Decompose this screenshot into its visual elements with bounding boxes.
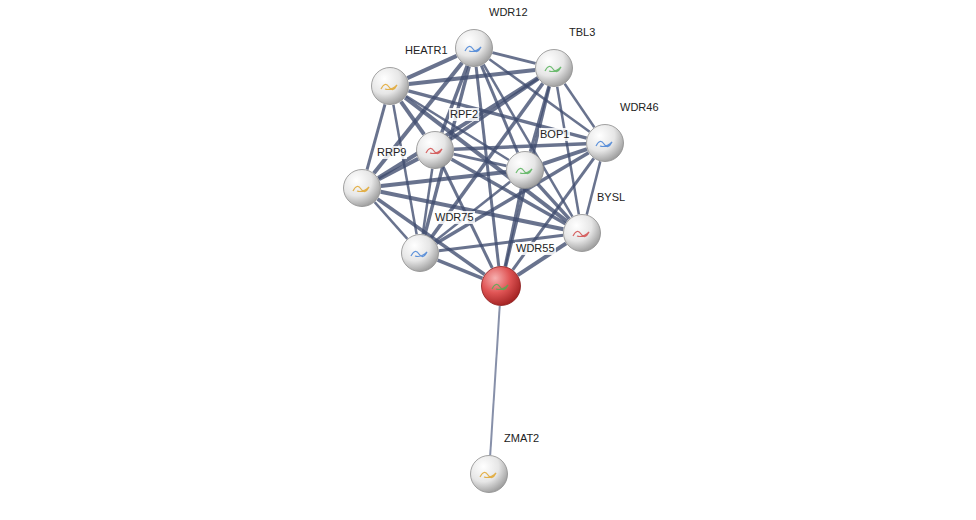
node-sphere (535, 49, 573, 87)
node-sphere (416, 131, 454, 169)
interaction-edge (538, 184, 570, 219)
interaction-edge (407, 56, 456, 78)
protein-node: RPF2 (416, 131, 454, 169)
interaction-edge (381, 172, 506, 186)
node-label: WDR46 (619, 101, 660, 114)
interaction-edge (435, 182, 510, 241)
node-label: BOP1 (539, 128, 570, 141)
node-label: WDR55 (515, 242, 556, 255)
interaction-edge (379, 159, 418, 179)
interaction-edge (587, 161, 601, 214)
node-label: HEATR1 (404, 44, 449, 57)
node-sphere (371, 67, 409, 105)
interaction-edge (381, 192, 564, 229)
interaction-edge (490, 306, 500, 455)
protein-node: WDR55 (481, 266, 521, 306)
interaction-edge (438, 260, 483, 278)
node-sphere (455, 29, 493, 67)
node-sphere (506, 151, 544, 189)
node-label: RPF2 (449, 108, 479, 121)
protein-node: HEATR1 (371, 67, 409, 105)
node-label: BYSL (596, 191, 626, 204)
interaction-edge (565, 84, 595, 128)
protein-node: BOP1 (506, 151, 544, 189)
node-label: WDR12 (488, 6, 529, 19)
interaction-edge (378, 199, 485, 275)
node-sphere (470, 455, 508, 493)
protein-node: RRP9 (343, 169, 381, 207)
node-sphere (563, 214, 601, 252)
protein-node: BYSL (563, 214, 601, 252)
interaction-edge (454, 144, 586, 149)
node-sphere (343, 169, 381, 207)
node-sphere (401, 234, 439, 272)
interaction-edge (409, 70, 535, 84)
node-sphere (481, 266, 521, 306)
node-label: RRP9 (376, 146, 407, 159)
protein-node: TBL3 (535, 49, 573, 87)
interaction-edge (367, 104, 385, 169)
node-label: WDR75 (434, 211, 475, 224)
protein-node: WDR46 (586, 124, 624, 162)
node-label: TBL3 (568, 26, 596, 39)
node-sphere (586, 124, 624, 162)
protein-node: ZMAT2 (470, 455, 508, 493)
node-label: ZMAT2 (503, 432, 540, 445)
protein-node: WDR12 (455, 29, 493, 67)
protein-node: WDR75 (401, 234, 439, 272)
interaction-edge (492, 53, 535, 64)
